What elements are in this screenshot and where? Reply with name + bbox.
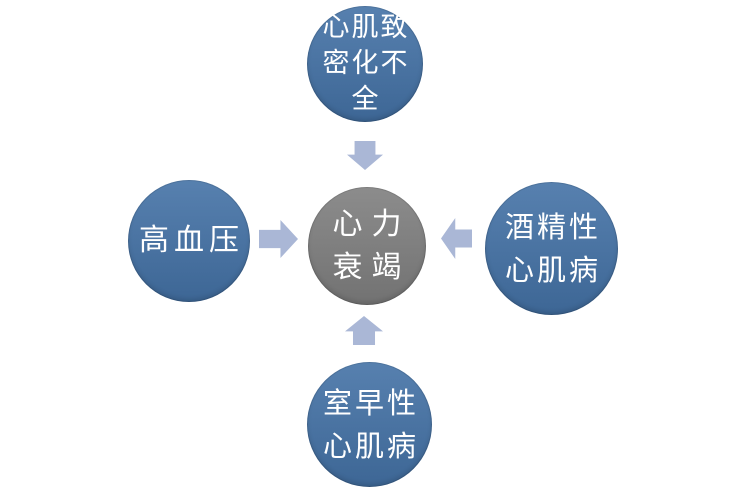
node-label-line: 全	[351, 84, 381, 115]
node-label-line: 衰竭	[332, 250, 411, 285]
node-label-line: 酒精性	[504, 209, 601, 244]
node-cause-right: 酒精性 心肌病	[485, 182, 618, 315]
node-label-line: 密化不	[322, 48, 410, 79]
arrow-right-icon	[259, 220, 298, 258]
node-label-line: 高血压	[139, 223, 244, 258]
node-cause-top: 心肌致 密化不 全	[307, 6, 423, 122]
node-cause-bottom: 室早性 心肌病	[307, 362, 432, 487]
arrow-down-icon	[347, 141, 383, 170]
node-cause-left: 高血压	[128, 180, 250, 302]
node-label-line: 心力	[332, 207, 411, 242]
node-heart-failure-center: 心力 衰竭	[308, 187, 426, 305]
arrow-left-icon	[441, 218, 472, 259]
node-label-line: 室早性	[322, 385, 419, 420]
node-label-line: 心肌病	[504, 252, 601, 287]
node-label-line: 心肌致	[322, 12, 410, 43]
node-label-line: 心肌病	[322, 428, 419, 463]
arrow-up-icon	[345, 316, 383, 345]
